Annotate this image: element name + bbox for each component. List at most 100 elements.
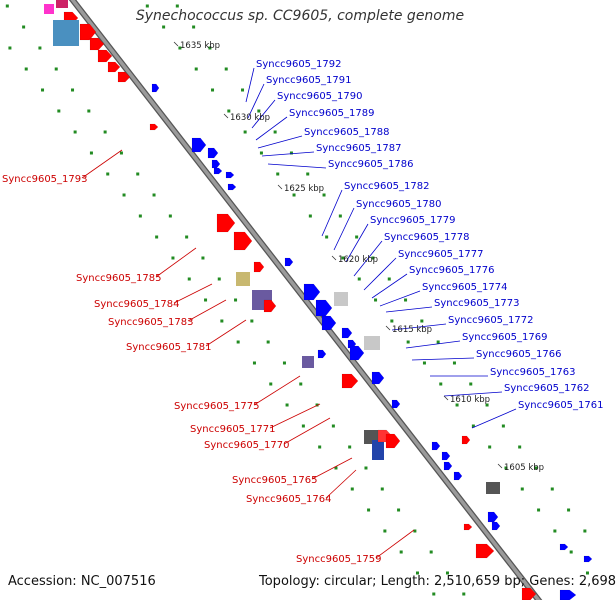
- leader-line: [321, 189, 343, 237]
- leader-line: [353, 240, 383, 277]
- gene-label: Syncc9605_1762: [504, 383, 590, 394]
- gene-arrow: [453, 471, 463, 481]
- tick-dot: [308, 214, 312, 218]
- tick-dot: [429, 550, 433, 554]
- gene-block: [334, 292, 348, 306]
- gene-block: [302, 356, 314, 368]
- leader-line: [363, 257, 397, 291]
- tick-dot: [318, 445, 322, 449]
- leader-line: [251, 99, 276, 129]
- tick-dot: [155, 235, 159, 239]
- tick-dot: [138, 214, 142, 218]
- gene-arrow: [303, 283, 321, 301]
- gene-arrow: [583, 555, 593, 563]
- gene-label: Syncc9605_1764: [246, 494, 332, 505]
- gene-arrow: [321, 315, 337, 331]
- tick-dot: [73, 130, 77, 134]
- tick-dot: [119, 151, 123, 155]
- leader-line: [155, 247, 197, 278]
- tick-dot: [452, 361, 456, 365]
- kbp-tick-mark: [223, 113, 229, 119]
- kbp-tick-mark: [173, 41, 179, 47]
- tick-dot: [192, 25, 196, 29]
- leader-line: [391, 323, 447, 331]
- gene-block: [372, 440, 384, 460]
- tick-dot: [252, 361, 256, 365]
- gene-arrow: [521, 587, 537, 600]
- kbp-tick-mark: [497, 463, 503, 469]
- gene-label: Syncc9605_1761: [518, 400, 604, 411]
- tick-dot: [520, 487, 524, 491]
- tick-dot: [224, 67, 228, 71]
- tick-dot: [171, 256, 175, 260]
- gene-arrow: [117, 71, 131, 83]
- label-leader-lines: [81, 67, 517, 559]
- tick-dot: [187, 277, 191, 281]
- tick-dot: [534, 466, 538, 470]
- leader-line: [81, 149, 123, 179]
- tick-dot: [145, 4, 149, 8]
- tick-dot: [436, 340, 440, 344]
- tick-dot: [567, 508, 571, 512]
- gene-arrow: [233, 231, 253, 251]
- tick-dot: [355, 235, 359, 239]
- tick-dot: [348, 445, 352, 449]
- tick-dot: [331, 424, 335, 428]
- leader-line: [261, 151, 315, 157]
- tick-dot: [338, 214, 342, 218]
- tick-dot: [301, 424, 305, 428]
- tick-dot: [8, 46, 12, 50]
- tick-dot: [415, 571, 419, 575]
- gene-arrow: [97, 49, 113, 63]
- gene-features: [44, 0, 593, 600]
- tick-dot: [504, 466, 508, 470]
- gene-label: Syncc9605_1770: [204, 440, 290, 451]
- tick-dot: [292, 193, 296, 197]
- leader-line: [269, 403, 321, 429]
- gene-arrow: [151, 83, 160, 93]
- tick-dot: [87, 109, 91, 113]
- gene-arrow: [79, 23, 97, 41]
- gene-label: Syncc9605_1785: [76, 273, 162, 284]
- tick-dot: [282, 361, 286, 365]
- leader-line: [405, 340, 461, 349]
- tick-dot: [334, 466, 338, 470]
- tick-dot: [383, 529, 387, 533]
- tick-dot: [122, 193, 126, 197]
- kbp-tick-mark: [277, 184, 283, 190]
- tick-dot: [471, 424, 475, 428]
- tick-dot: [89, 151, 93, 155]
- tick-dot: [455, 403, 459, 407]
- tick-dot: [299, 382, 303, 386]
- leader-line: [253, 375, 301, 406]
- leader-line: [257, 135, 303, 149]
- tick-dot: [168, 214, 172, 218]
- accession-text: Accession: NC_007516: [8, 574, 156, 589]
- tick-dot: [24, 67, 28, 71]
- gene-label: Syncc9605_1774: [422, 282, 508, 293]
- tick-dot: [569, 550, 573, 554]
- gene-block: [56, 0, 68, 8]
- tick-dot: [22, 25, 26, 29]
- tick-dot: [553, 529, 557, 533]
- tick-dot: [285, 403, 289, 407]
- leader-line: [411, 357, 475, 361]
- tick-dot: [289, 151, 293, 155]
- tick-dot: [243, 130, 247, 134]
- tick-dot: [241, 88, 245, 92]
- tick-dot: [220, 319, 224, 323]
- gene-arrow: [441, 451, 451, 461]
- tick-dot: [306, 172, 310, 176]
- map-title: Synechococcus sp. CC9605, complete genom…: [135, 8, 465, 24]
- gene-arrow: [89, 37, 105, 51]
- leader-line: [255, 116, 288, 141]
- gene-arrow: [487, 511, 499, 523]
- leader-line: [385, 306, 433, 313]
- leader-line: [267, 163, 327, 169]
- gene-arrow: [284, 257, 294, 267]
- tick-dot: [439, 382, 443, 386]
- gene-label: Syncc9605_1776: [409, 265, 495, 276]
- tick-dot: [185, 235, 189, 239]
- kbp-tick-label: 1625 kbp: [284, 184, 324, 194]
